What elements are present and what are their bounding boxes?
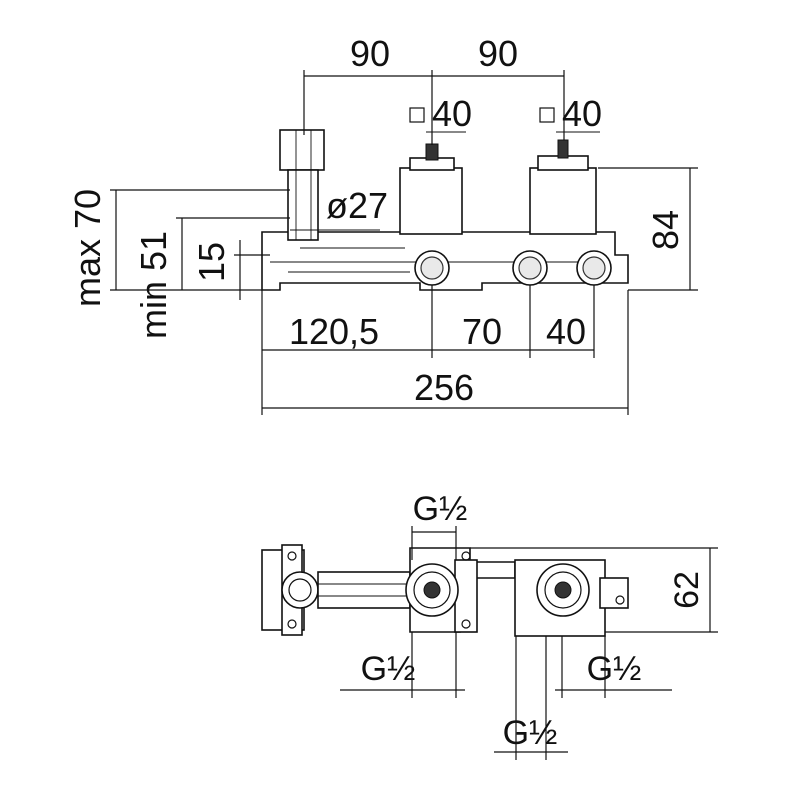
spindle-left (425, 143, 439, 161)
thread-label-left: G½ (361, 650, 416, 688)
spindle-right (557, 139, 569, 159)
connecting-pipe (317, 571, 411, 609)
thread-label-right: G½ (587, 650, 642, 688)
dim-diameter: ø27 (326, 185, 388, 226)
dim-total: 256 (414, 367, 474, 408)
outlet-3 (576, 250, 612, 286)
dim-square-left: 40 (432, 93, 472, 134)
dim-max-depth: max 70 (67, 189, 108, 307)
plan-view: G½ 62 G½ G½ G½ (261, 490, 718, 760)
dim-depth: 62 (668, 571, 706, 609)
extension-cap (279, 129, 325, 171)
dim-height: 84 (645, 210, 686, 250)
dim-segment-b: 70 (462, 311, 502, 352)
dim-width-right: 90 (478, 33, 518, 74)
outlet-2 (512, 250, 548, 286)
thread-label-bottom: G½ (503, 714, 558, 752)
cartridge-left (399, 167, 463, 235)
valve-ring-left (405, 563, 459, 617)
dim-square-right: 40 (562, 93, 602, 134)
valve-ring-right (536, 563, 590, 617)
extension-tube (287, 169, 319, 241)
outlet-1 (414, 250, 450, 286)
dim-min-depth: min 51 (133, 231, 174, 339)
square-symbol-right (539, 107, 555, 123)
inlet-ring (281, 571, 319, 609)
square-symbol-left (409, 107, 425, 123)
front-elevation: 90 90 40 40 ø27 max 70 min 51 15 84 120,… (67, 33, 698, 415)
dim-segment-a: 120,5 (289, 311, 379, 352)
dim-segment-c: 40 (546, 311, 586, 352)
thread-label-top: G½ (413, 490, 468, 528)
cartridge-right (529, 167, 597, 235)
dim-offset: 15 (191, 242, 232, 282)
dim-width-left: 90 (350, 33, 390, 74)
